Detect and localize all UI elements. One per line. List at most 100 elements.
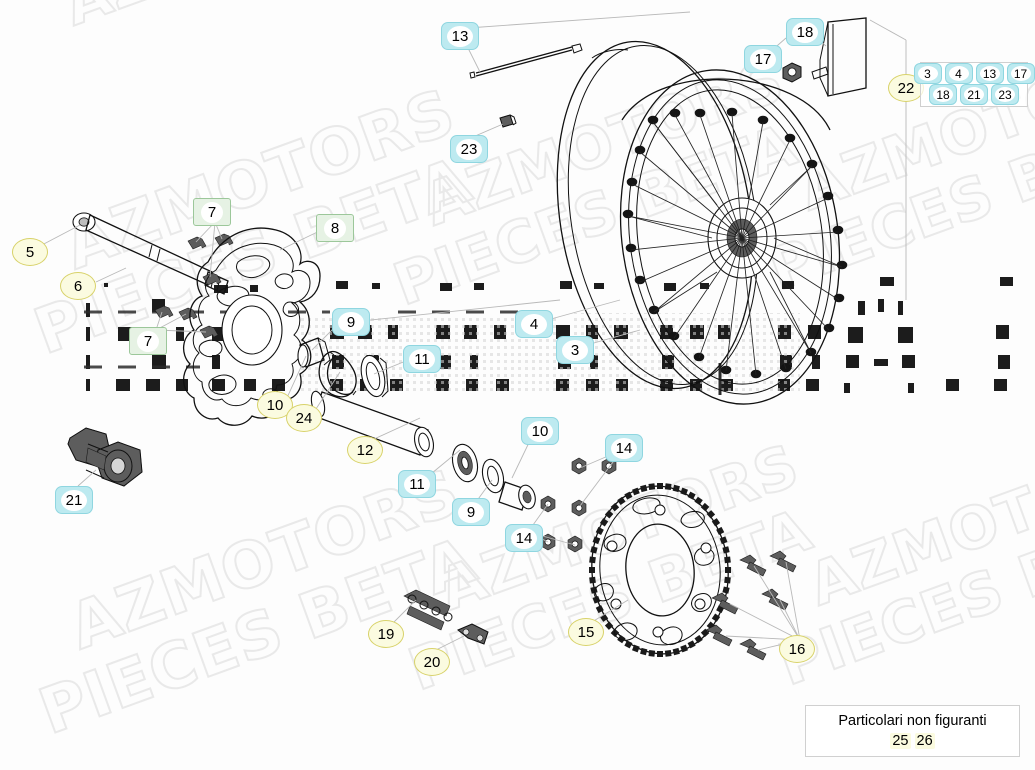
part-19-chain bbox=[403, 589, 453, 631]
callout-4[interactable]: 4 bbox=[515, 310, 553, 338]
group-chip-3[interactable]: 3 bbox=[913, 63, 942, 84]
callout-11a-label: 11 bbox=[409, 348, 435, 370]
callout-17-label: 17 bbox=[750, 48, 776, 70]
callout-10b-bubble: 10 bbox=[521, 417, 559, 445]
callout-20[interactable]: 20 bbox=[414, 648, 450, 676]
callout-7a-bubble: 7 bbox=[193, 198, 231, 226]
group-row-2: 18 21 23 bbox=[921, 84, 1027, 105]
callout-6-label: 6 bbox=[60, 272, 96, 300]
callout-9a[interactable]: 9 bbox=[332, 308, 370, 336]
part-10-seal-b bbox=[481, 458, 505, 494]
callout-16-label: 16 bbox=[779, 635, 815, 663]
callout-17-bubble: 17 bbox=[744, 45, 782, 73]
callout-21-bubble: 21 bbox=[55, 486, 93, 514]
part-18-rim-band bbox=[811, 17, 867, 97]
callout-7a-label: 7 bbox=[201, 201, 223, 223]
callout-7b-bubble: 7 bbox=[129, 327, 167, 355]
group-chip-4[interactable]: 4 bbox=[944, 63, 973, 84]
group-chip-21[interactable]: 21 bbox=[960, 84, 988, 105]
callout-20-label: 20 bbox=[414, 648, 450, 676]
callout-11a-bubble: 11 bbox=[403, 345, 441, 373]
part-24-circlip bbox=[318, 350, 357, 398]
callout-14b[interactable]: 14 bbox=[505, 524, 543, 552]
callout-15-label: 15 bbox=[568, 618, 604, 646]
callout-3-label: 3 bbox=[562, 339, 588, 361]
part-13-spoke bbox=[469, 43, 583, 79]
callout-7a[interactable]: 7 bbox=[193, 198, 231, 226]
group-chip-13[interactable]: 13 bbox=[975, 63, 1004, 84]
callout-8-bubble: 8 bbox=[316, 214, 354, 242]
callout-8-label: 8 bbox=[324, 217, 346, 239]
group-chip-18[interactable]: 18 bbox=[929, 84, 957, 105]
callout-3-bubble: 3 bbox=[556, 336, 594, 364]
callout-13-bubble: 13 bbox=[441, 22, 479, 50]
legend-title: Particolari non figuranti bbox=[838, 713, 987, 729]
callout-12[interactable]: 12 bbox=[347, 436, 383, 464]
callout-6[interactable]: 6 bbox=[60, 272, 96, 300]
callout-8[interactable]: 8 bbox=[316, 214, 354, 242]
callout-24-label: 24 bbox=[286, 404, 322, 432]
callout-4-label: 4 bbox=[521, 313, 547, 335]
callout-19-label: 19 bbox=[368, 620, 404, 648]
callout-10b[interactable]: 10 bbox=[521, 417, 559, 445]
callout-14a[interactable]: 14 bbox=[605, 434, 643, 462]
callout-5-label: 5 bbox=[12, 238, 48, 266]
legend-number-26: 26 bbox=[914, 733, 935, 749]
callout-23[interactable]: 23 bbox=[450, 135, 488, 163]
part-10-seal-a bbox=[360, 354, 389, 398]
callout-9b[interactable]: 9 bbox=[452, 498, 490, 526]
group-chip-17[interactable]: 17 bbox=[1006, 63, 1035, 84]
callout-15[interactable]: 15 bbox=[568, 618, 604, 646]
group-chip-label: 13 bbox=[979, 66, 1000, 81]
legend-number-25: 25 bbox=[890, 733, 911, 749]
callout-9b-label: 9 bbox=[458, 501, 484, 523]
callout-7b[interactable]: 7 bbox=[129, 327, 167, 355]
callout-3[interactable]: 3 bbox=[556, 336, 594, 364]
part-16-sprocket-bolts bbox=[705, 550, 797, 661]
callout-18-bubble: 18 bbox=[786, 18, 824, 46]
part-23-nipple bbox=[499, 114, 517, 128]
part-9-bearing bbox=[451, 443, 479, 483]
callout-13[interactable]: 13 bbox=[441, 22, 479, 50]
callout-11b[interactable]: 11 bbox=[398, 470, 436, 498]
group-chip-label: 4 bbox=[948, 66, 969, 81]
callout-11b-label: 11 bbox=[404, 473, 430, 495]
group-chip-label: 3 bbox=[917, 66, 938, 81]
callout-18[interactable]: 18 bbox=[786, 18, 824, 46]
group-chip-23[interactable]: 23 bbox=[991, 84, 1019, 105]
part-21-hub bbox=[67, 427, 143, 487]
callout-10b-label: 10 bbox=[527, 420, 553, 442]
group-chip-label: 17 bbox=[1010, 66, 1031, 81]
callout-11a[interactable]: 11 bbox=[403, 345, 441, 373]
callout-4-bubble: 4 bbox=[515, 310, 553, 338]
callout-17[interactable]: 17 bbox=[744, 45, 782, 73]
group-chip-label: 18 bbox=[933, 87, 953, 102]
callout-18-label: 18 bbox=[792, 21, 818, 43]
callout-24[interactable]: 24 bbox=[286, 404, 322, 432]
part-8-brake-disc bbox=[183, 227, 321, 426]
callout-21[interactable]: 21 bbox=[55, 486, 93, 514]
part-12-hub-sleeve bbox=[498, 481, 536, 511]
part-14-nuts bbox=[540, 457, 617, 553]
callout-14a-bubble: 14 bbox=[605, 434, 643, 462]
group-chip-label: 23 bbox=[995, 87, 1015, 102]
callout-16[interactable]: 16 bbox=[779, 635, 815, 663]
callout-14a-label: 14 bbox=[611, 437, 637, 459]
part-7-disc-bolts bbox=[154, 233, 234, 339]
group-chip-label: 21 bbox=[964, 87, 984, 102]
callout-5[interactable]: 5 bbox=[12, 238, 48, 266]
callout-9b-bubble: 9 bbox=[452, 498, 490, 526]
callout-23-label: 23 bbox=[456, 138, 482, 160]
callout-19[interactable]: 19 bbox=[368, 620, 404, 648]
part-20-master-link bbox=[457, 623, 489, 645]
callout-11b-bubble: 11 bbox=[398, 470, 436, 498]
callout-14b-bubble: 14 bbox=[505, 524, 543, 552]
part-15-sprocket bbox=[589, 483, 731, 657]
callout-12-label: 12 bbox=[347, 436, 383, 464]
